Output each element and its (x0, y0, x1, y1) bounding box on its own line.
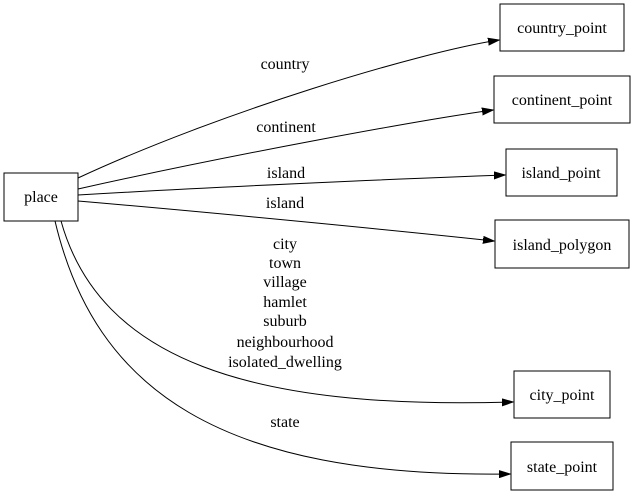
node-island_point-label: island_point (521, 165, 601, 182)
edge-label-hamlet-line: hamlet (263, 294, 307, 311)
edge-label-city-line: city (273, 236, 297, 253)
node-place: place (3, 172, 79, 222)
node-state_point-label: state_point (527, 459, 598, 476)
edge-place-state_point (54, 220, 510, 474)
edge-label-city-multiline: city town village hamlet suburb neighbou… (228, 236, 342, 371)
node-city_point-box (513, 370, 611, 419)
node-state_point: state_point (510, 441, 614, 491)
node-country_point-label: country_point (517, 20, 607, 37)
edge-label-country: country (261, 56, 310, 73)
edge-label-town-line: town (269, 255, 301, 272)
edge-label-village-line: village (263, 274, 307, 291)
node-continent_point-box (493, 75, 631, 124)
node-country_point-box (499, 3, 625, 52)
node-city_point-label: city_point (530, 387, 595, 404)
edge-label-island-point: island (267, 165, 305, 182)
edge-label-suburb-line: suburb (263, 313, 307, 330)
node-city_point: city_point (513, 370, 611, 419)
edge-place-island_point (77, 175, 505, 196)
edge-label-state: state (270, 414, 299, 431)
node-continent_point: continent_point (493, 75, 631, 124)
node-state_point-box (510, 441, 614, 491)
edge-place-city_point (60, 220, 513, 403)
node-place-label: place (24, 189, 58, 206)
edge-label-island-polygon: island (266, 195, 304, 212)
node-island_polygon-label: island_polygon (513, 237, 612, 254)
node-island_point-box (505, 148, 618, 197)
node-country_point: country_point (499, 3, 625, 52)
edge-label-continent: continent (256, 119, 316, 136)
edge-place-island_polygon (77, 200, 494, 241)
node-continent_point-label: continent_point (512, 92, 613, 109)
edge-label-isolated-dwelling-line: isolated_dwelling (228, 354, 342, 371)
edge-place-country_point (77, 40, 499, 179)
edge-label-neighbourhood-line: neighbourhood (237, 334, 334, 351)
node-place-box (3, 172, 79, 222)
edge-place-continent_point (77, 110, 493, 190)
node-island_polygon: island_polygon (494, 219, 630, 269)
node-island_point: island_point (505, 148, 618, 197)
node-island_polygon-box (494, 219, 630, 269)
